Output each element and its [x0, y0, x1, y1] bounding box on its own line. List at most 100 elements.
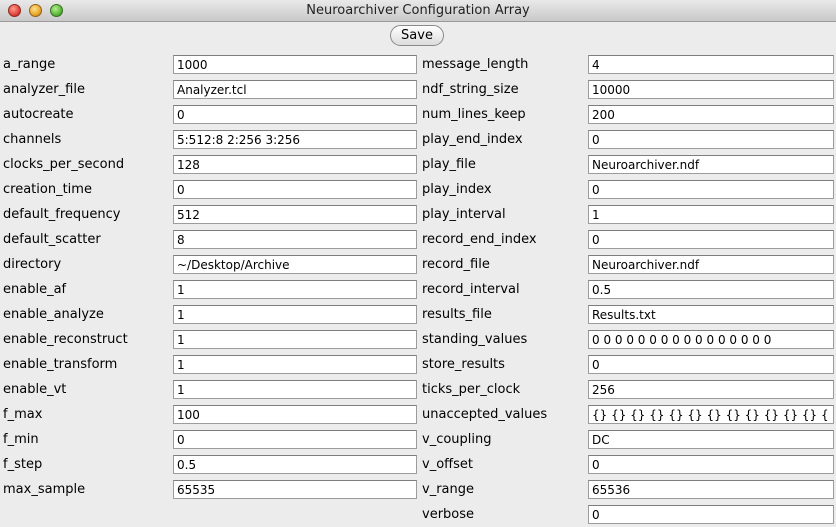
config-field-play-interval[interactable]: [588, 205, 834, 224]
config-row-directory: directory: [3, 252, 423, 277]
config-row-channels: channels: [3, 127, 423, 152]
config-field-record-file[interactable]: [588, 255, 834, 274]
config-row-autocreate: autocreate: [3, 102, 423, 127]
config-field-analyzer-file[interactable]: [173, 80, 417, 99]
config-row-enable-transform: enable_transform: [3, 352, 423, 377]
config-field-default-frequency[interactable]: [173, 205, 417, 224]
config-row-unaccepted-values: unaccepted_values: [422, 402, 836, 427]
config-field-enable-transform[interactable]: [173, 355, 417, 374]
config-row-v-offset: v_offset: [422, 452, 836, 477]
config-field-v-coupling[interactable]: [588, 430, 834, 449]
config-field-creation-time[interactable]: [173, 180, 417, 199]
config-row-record-interval: record_interval: [422, 277, 836, 302]
config-field-directory[interactable]: [173, 255, 417, 274]
config-label: v_coupling: [422, 432, 492, 447]
config-field-channels[interactable]: [173, 130, 417, 149]
config-field-f-step[interactable]: [173, 455, 417, 474]
config-row-f-max: f_max: [3, 402, 423, 427]
config-label: directory: [3, 257, 62, 272]
config-row-enable-analyze: enable_analyze: [3, 302, 423, 327]
config-field-record-end-index[interactable]: [588, 230, 834, 249]
zoom-window-button[interactable]: [50, 4, 63, 17]
config-row-ticks-per-clock: ticks_per_clock: [422, 377, 836, 402]
config-row-standing-values: standing_values: [422, 327, 836, 352]
config-field-v-range[interactable]: [588, 480, 834, 499]
config-field-ndf-string-size[interactable]: [588, 80, 834, 99]
config-row-record-end-index: record_end_index: [422, 227, 836, 252]
config-field-max-sample[interactable]: [173, 480, 417, 499]
window-titlebar: Neuroarchiver Configuration Array: [0, 0, 836, 22]
config-label: record_interval: [422, 282, 520, 297]
config-row-play-file: play_file: [422, 152, 836, 177]
config-row-results-file: results_file: [422, 302, 836, 327]
config-field-num-lines-keep[interactable]: [588, 105, 834, 124]
config-field-enable-reconstruct[interactable]: [173, 330, 417, 349]
config-label: play_file: [422, 157, 476, 172]
config-label: f_min: [3, 432, 39, 447]
config-label: f_max: [3, 407, 43, 422]
config-field-play-file[interactable]: [588, 155, 834, 174]
config-field-unaccepted-values[interactable]: [588, 405, 834, 424]
config-label: creation_time: [3, 182, 92, 197]
config-row-record-file: record_file: [422, 252, 836, 277]
config-label: num_lines_keep: [422, 107, 526, 122]
config-label: enable_transform: [3, 357, 118, 372]
config-row-play-end-index: play_end_index: [422, 127, 836, 152]
config-row-f-step: f_step: [3, 452, 423, 477]
config-field-store-results[interactable]: [588, 355, 834, 374]
config-label: store_results: [422, 357, 505, 372]
config-label: max_sample: [3, 482, 86, 497]
config-row-store-results: store_results: [422, 352, 836, 377]
config-label: unaccepted_values: [422, 407, 548, 422]
config-field-enable-af[interactable]: [173, 280, 417, 299]
config-label: record_end_index: [422, 232, 537, 247]
config-row-v-range: v_range: [422, 477, 836, 502]
config-row-creation-time: creation_time: [3, 177, 423, 202]
config-field-default-scatter[interactable]: [173, 230, 417, 249]
config-field-clocks-per-second[interactable]: [173, 155, 417, 174]
config-label: default_scatter: [3, 232, 101, 247]
config-label: enable_vt: [3, 382, 67, 397]
config-label: play_index: [422, 182, 492, 197]
config-field-v-offset[interactable]: [588, 455, 834, 474]
config-field-verbose[interactable]: [588, 505, 834, 524]
config-field-f-max[interactable]: [173, 405, 417, 424]
config-field-ticks-per-clock[interactable]: [588, 380, 834, 399]
config-field-play-end-index[interactable]: [588, 130, 834, 149]
config-row-analyzer-file: analyzer_file: [3, 77, 423, 102]
config-row-message-length: message_length: [422, 52, 836, 77]
config-field-enable-analyze[interactable]: [173, 305, 417, 324]
config-field-standing-values[interactable]: [588, 330, 834, 349]
save-button[interactable]: Save: [390, 25, 444, 46]
config-label: enable_af: [3, 282, 67, 297]
config-field-autocreate[interactable]: [173, 105, 417, 124]
minimize-window-button[interactable]: [29, 4, 42, 17]
config-label: enable_reconstruct: [3, 332, 128, 347]
config-row-enable-af: enable_af: [3, 277, 423, 302]
close-window-button[interactable]: [8, 4, 21, 17]
config-label: ticks_per_clock: [422, 382, 521, 397]
config-label: record_file: [422, 257, 490, 272]
config-label: clocks_per_second: [3, 157, 125, 172]
config-field-play-index[interactable]: [588, 180, 834, 199]
config-field-record-interval[interactable]: [588, 280, 834, 299]
config-label: default_frequency: [3, 207, 121, 222]
config-row-play-interval: play_interval: [422, 202, 836, 227]
config-label: message_length: [422, 57, 529, 72]
config-row-v-coupling: v_coupling: [422, 427, 836, 452]
config-field-a-range[interactable]: [173, 55, 417, 74]
config-label: a_range: [3, 57, 56, 72]
config-row-default-frequency: default_frequency: [3, 202, 423, 227]
config-label: play_interval: [422, 207, 506, 222]
config-label: ndf_string_size: [422, 82, 519, 97]
config-label: verbose: [422, 507, 475, 522]
config-label: play_end_index: [422, 132, 523, 147]
config-field-enable-vt[interactable]: [173, 380, 417, 399]
config-field-results-file[interactable]: [588, 305, 834, 324]
config-label: v_range: [422, 482, 474, 497]
config-label: v_offset: [422, 457, 473, 472]
window-title: Neuroarchiver Configuration Array: [306, 3, 530, 18]
config-field-f-min[interactable]: [173, 430, 417, 449]
config-field-message-length[interactable]: [588, 55, 834, 74]
config-label: channels: [3, 132, 62, 147]
